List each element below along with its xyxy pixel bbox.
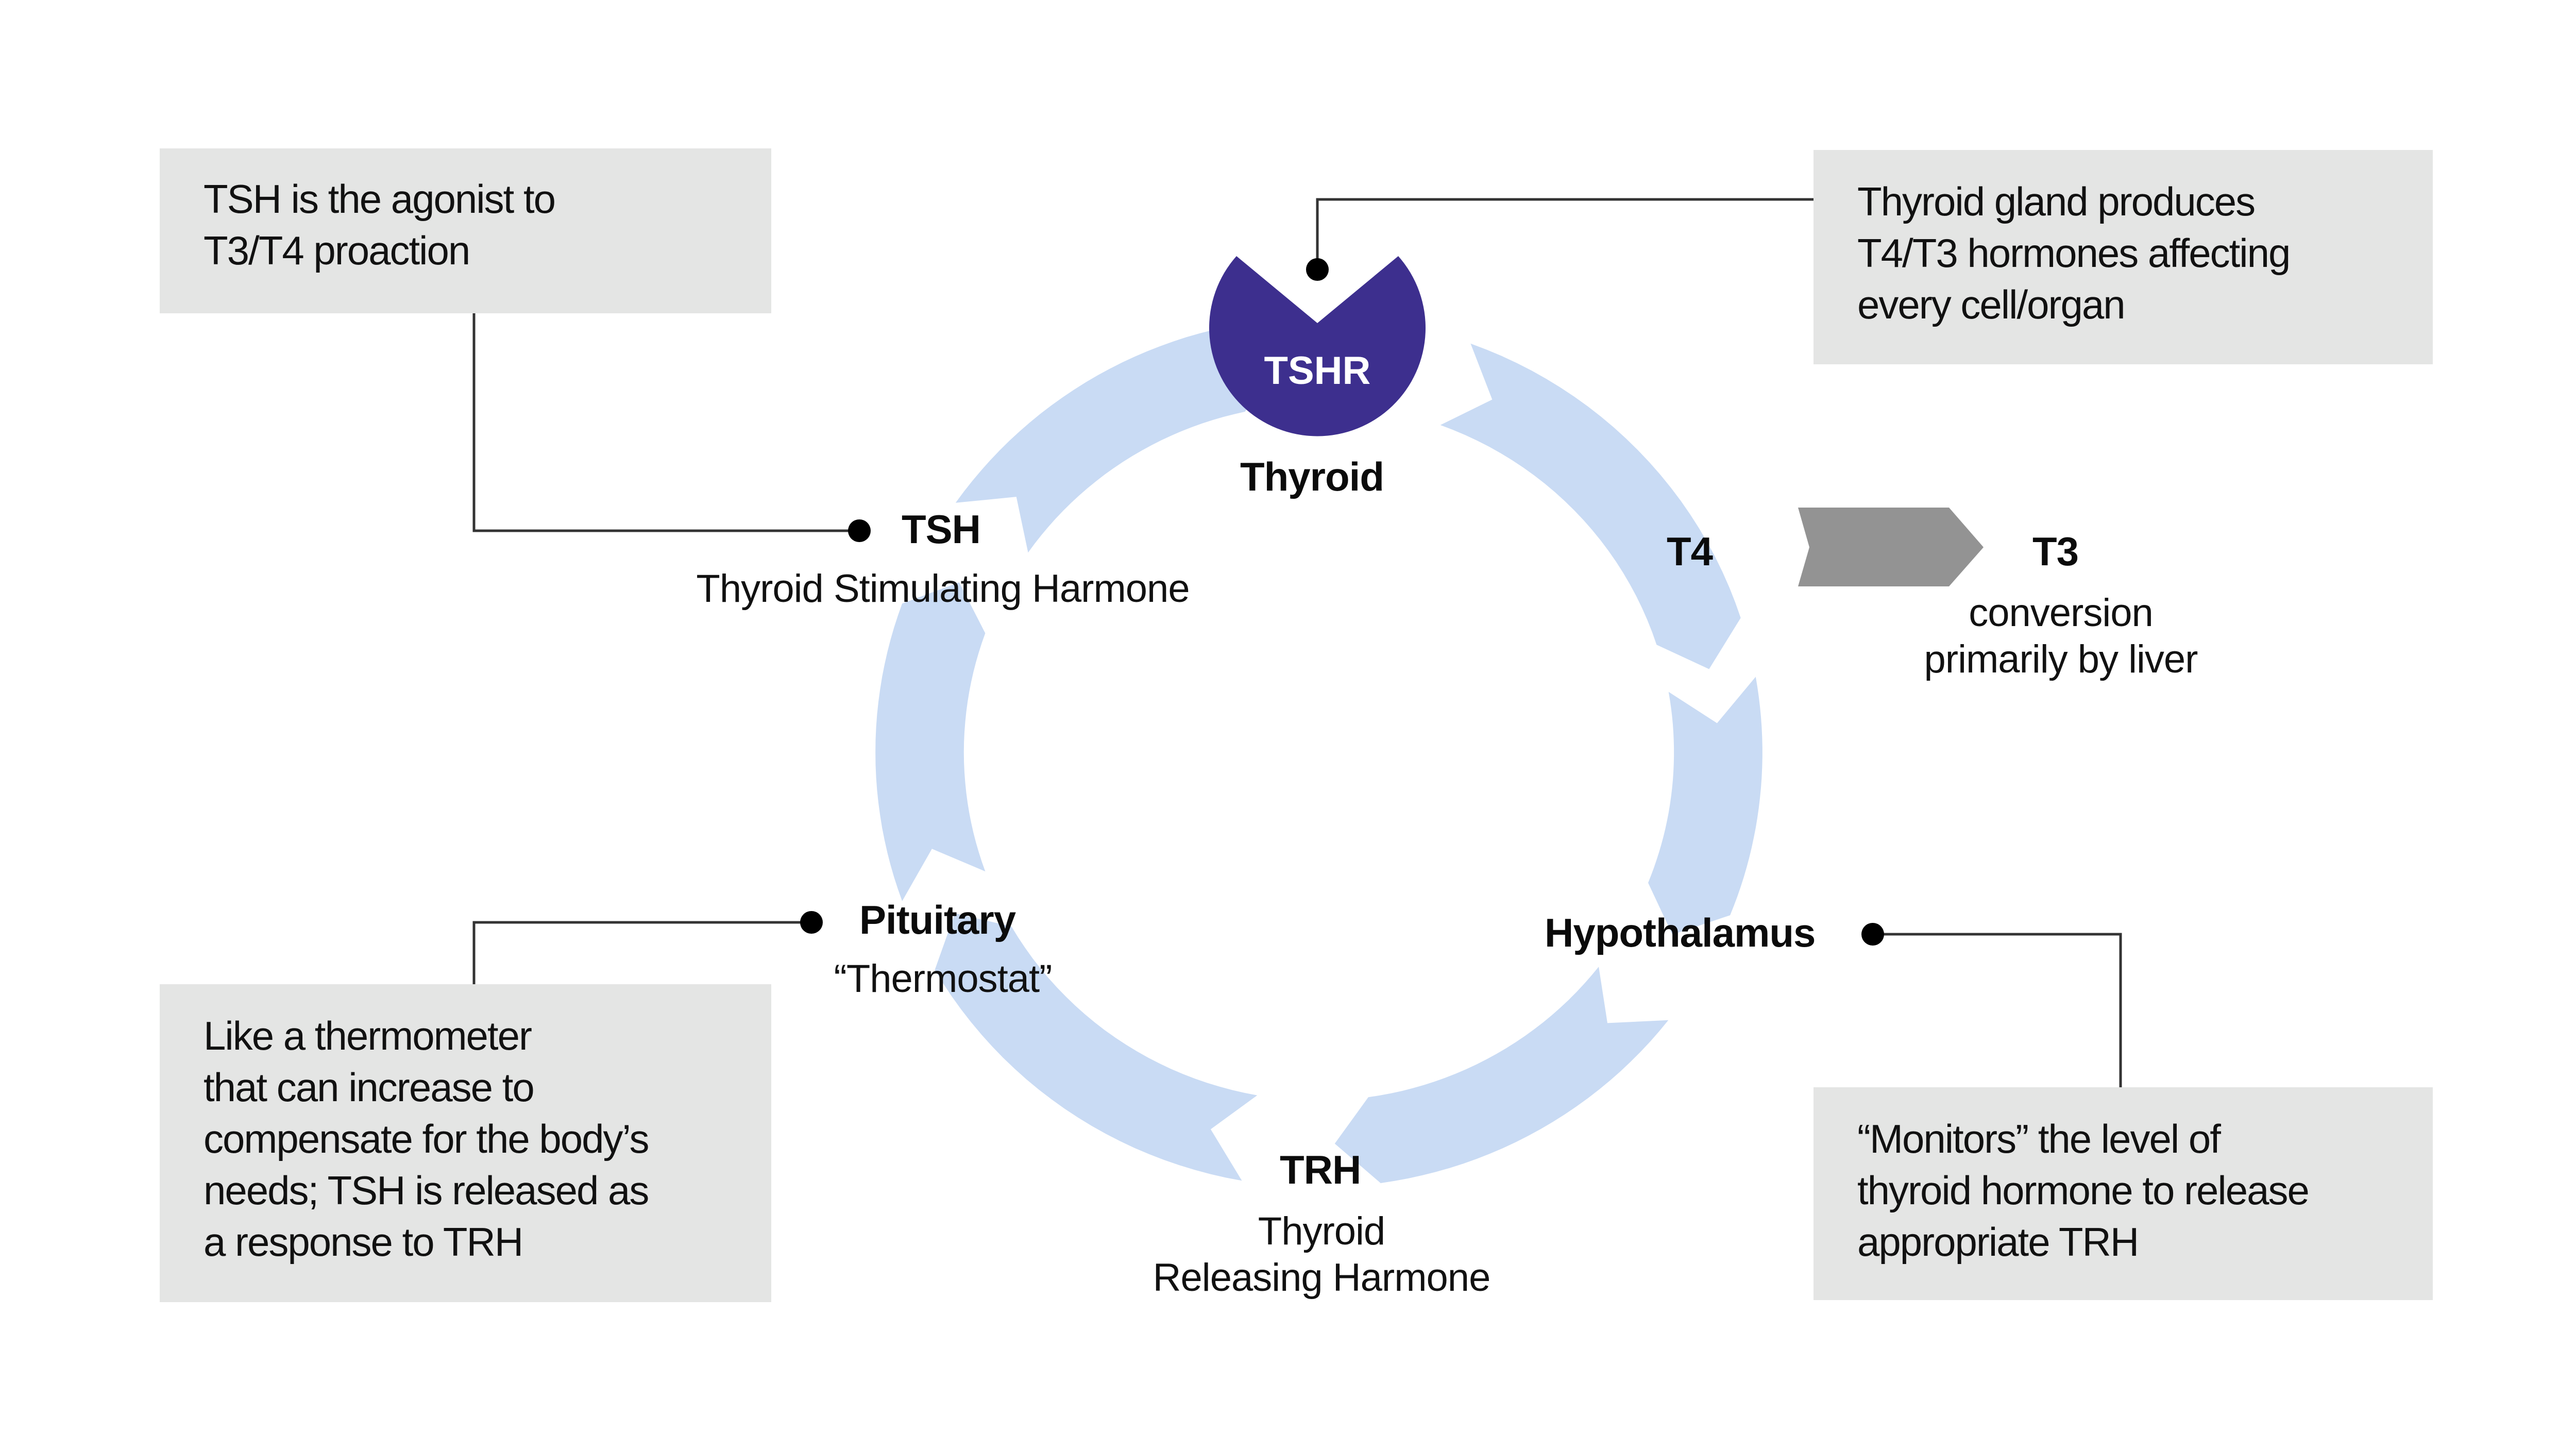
cycle-arrow-t4-to-hypothalamus xyxy=(1648,677,1762,935)
node-t3-subtitle-line: primarily by liver xyxy=(1924,637,2198,681)
callout-pituitary-line: compensate for the body’s xyxy=(204,1116,649,1161)
callout-hypothalamus-line: thyroid hormone to release xyxy=(1857,1168,2310,1213)
callout-pituitary-line: a response to TRH xyxy=(204,1219,523,1265)
callout-thyroid-line: Thyroid gland produces xyxy=(1857,179,2256,224)
connector-dot-thyroid xyxy=(1306,258,1329,281)
node-tsh-subtitle: Thyroid Stimulating Harmone xyxy=(696,567,1190,611)
tshr-label: TSHR xyxy=(1264,349,1371,393)
connector-tsh xyxy=(472,313,859,532)
node-pituitary-subtitle: “Thermostat” xyxy=(834,957,1053,1001)
callout-thyroid: Thyroid gland produces T4/T3 hormones af… xyxy=(1814,150,2433,364)
callout-thyroid-line: T4/T3 hormones affecting xyxy=(1857,230,2291,276)
cycle-arrow-pituitary-to-tsh xyxy=(875,582,986,901)
callout-pituitary-line: needs; TSH is released as xyxy=(204,1168,649,1213)
callout-pituitary-line: Like a thermometer xyxy=(204,1013,532,1058)
connector-dot-hypothalamus xyxy=(1861,923,1884,946)
connector-hypothalamus xyxy=(1873,933,2122,1087)
connector-thyroid xyxy=(1316,198,1814,269)
node-t3-title: T3 xyxy=(2032,529,2079,574)
callout-tsh: TSH is the agonist to T3/T4 proaction xyxy=(160,148,771,313)
cycle-arrow-hypothalamus-to-trh xyxy=(1334,967,1669,1183)
node-t3-subtitle: conversion primarily by liver xyxy=(1875,590,2246,683)
node-tsh-title: TSH xyxy=(902,507,981,552)
node-trh-subtitle-line: Thyroid xyxy=(1258,1209,1385,1253)
node-t4-title: T4 xyxy=(1667,529,1713,574)
node-hypothalamus-title: Hypothalamus xyxy=(1545,910,1816,955)
node-trh-title: TRH xyxy=(1280,1147,1361,1192)
callout-tsh-line: TSH is the agonist to xyxy=(204,176,556,222)
cycle-arrow-tsh-to-thyroid xyxy=(955,327,1276,553)
tshr-receptor-icon: TSHR xyxy=(1209,256,1426,436)
connector-pituitary xyxy=(472,921,811,984)
callout-pituitary-line: that can increase to xyxy=(204,1065,535,1110)
callout-hypothalamus-line: appropriate TRH xyxy=(1857,1219,2139,1265)
node-pituitary-title: Pituitary xyxy=(859,897,1016,942)
connector-dot-pituitary xyxy=(800,911,823,934)
cycle-arrow-thyroid-to-t4 xyxy=(1440,343,1741,669)
conversion-arrow-icon xyxy=(1798,508,1984,586)
connector-dot-tsh xyxy=(848,519,871,542)
callout-hypothalamus-line: “Monitors” the level of xyxy=(1857,1116,2221,1161)
callout-thyroid-line: every cell/organ xyxy=(1857,282,2126,327)
callout-pituitary: Like a thermometer that can increase to … xyxy=(160,984,771,1302)
callout-tsh-line: T3/T4 proaction xyxy=(204,228,470,273)
cycle-arrow-trh-to-pituitary xyxy=(935,913,1258,1181)
node-t3-subtitle-line: conversion xyxy=(1969,591,2154,635)
node-trh-subtitle: Thyroid Releasing Harmone xyxy=(1066,1208,1577,1301)
node-trh-subtitle-line: Releasing Harmone xyxy=(1153,1256,1491,1300)
cycle-arrows xyxy=(875,327,1762,1183)
callout-hypothalamus: “Monitors” the level of thyroid hormone … xyxy=(1814,1087,2433,1300)
node-thyroid-title: Thyroid xyxy=(1240,454,1384,499)
